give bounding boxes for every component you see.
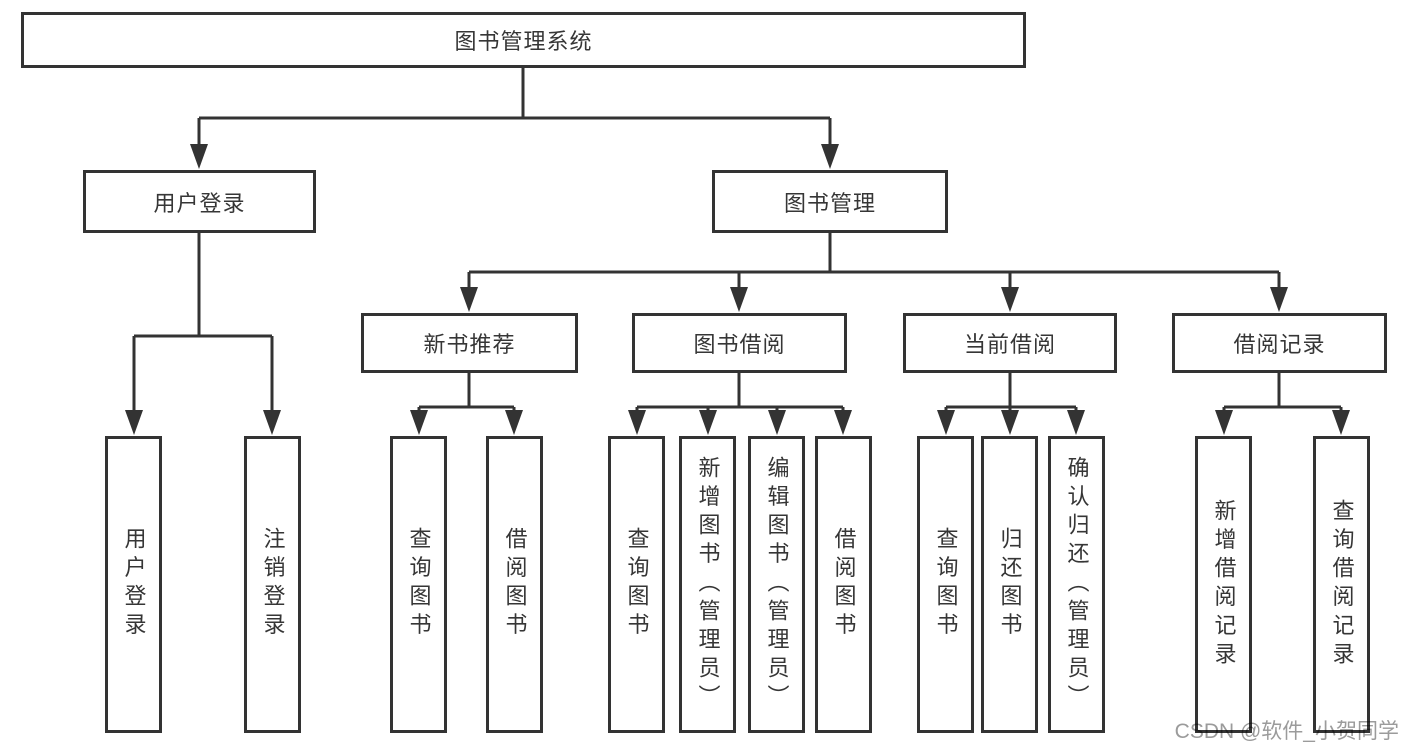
- node-user-login: 用户登录: [83, 170, 316, 233]
- leaf-borrow-books-1: 借阅图书: [486, 436, 543, 733]
- leaf-logout-label: 注销登录: [260, 527, 286, 642]
- node-borrow-records: 借阅记录: [1172, 313, 1387, 373]
- node-new-book-recommend: 新书推荐: [361, 313, 578, 373]
- watermark: CSDN @软件_小贺同学: [1174, 720, 1399, 743]
- leaf-add-book-admin-label: 新增图书（管理员）: [695, 455, 721, 714]
- leaf-borrow-books-2-label: 借阅图书: [831, 527, 857, 642]
- leaf-logout: 注销登录: [244, 436, 301, 733]
- connector-lines: [132, 67, 1343, 412]
- leaf-query-books-1-label: 查询图书: [406, 527, 432, 642]
- leaf-query-books-2: 查询图书: [608, 436, 665, 733]
- leaf-confirm-return-admin-label: 确认归还（管理员）: [1064, 455, 1090, 714]
- node-root: 图书管理系统: [21, 12, 1026, 68]
- node-user-login-label: 用户登录: [153, 190, 246, 216]
- leaf-query-borrow-record: 查询借阅记录: [1313, 436, 1370, 733]
- node-root-label: 图书管理系统: [454, 29, 593, 54]
- leaf-edit-book-admin-label: 编辑图书（管理员）: [764, 455, 790, 714]
- leaf-borrow-books-1-label: 借阅图书: [502, 527, 528, 642]
- leaf-add-borrow-record-label: 新增借阅记录: [1211, 498, 1237, 671]
- leaf-query-books-3: 查询图书: [917, 436, 974, 733]
- node-book-management: 图书管理: [712, 170, 948, 233]
- node-new-book-recommend-label: 新书推荐: [423, 332, 516, 357]
- node-current-borrow: 当前借阅: [903, 313, 1117, 373]
- leaf-add-borrow-record: 新增借阅记录: [1195, 436, 1252, 733]
- leaf-return-book-label: 归还图书: [997, 527, 1023, 642]
- node-book-management-label: 图书管理: [783, 190, 876, 216]
- leaf-borrow-books-2: 借阅图书: [815, 436, 872, 733]
- leaf-query-books-2-label: 查询图书: [624, 527, 650, 642]
- leaf-confirm-return-admin: 确认归还（管理员）: [1048, 436, 1105, 733]
- leaf-user-login: 用户登录: [105, 436, 162, 733]
- arrowheads: [125, 144, 1350, 435]
- leaf-user-login-label: 用户登录: [121, 527, 147, 642]
- leaf-query-books-1: 查询图书: [390, 436, 447, 733]
- leaf-edit-book-admin: 编辑图书（管理员）: [748, 436, 805, 733]
- leaf-add-book-admin: 新增图书（管理员）: [679, 436, 736, 733]
- node-current-borrow-label: 当前借阅: [963, 332, 1056, 357]
- node-book-borrow: 图书借阅: [632, 313, 847, 373]
- leaf-query-borrow-record-label: 查询借阅记录: [1329, 498, 1355, 671]
- node-borrow-records-label: 借阅记录: [1233, 332, 1326, 357]
- node-book-borrow-label: 图书借阅: [693, 332, 786, 357]
- leaf-query-books-3-label: 查询图书: [933, 527, 959, 642]
- leaf-return-book: 归还图书: [981, 436, 1038, 733]
